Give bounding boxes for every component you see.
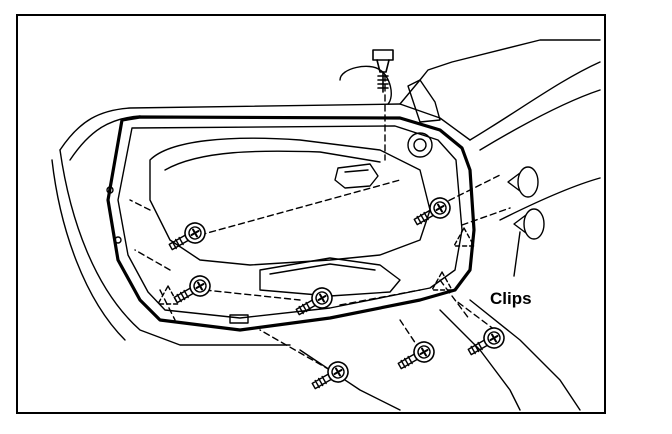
door-panel	[106, 65, 476, 332]
clip-markers	[157, 227, 475, 305]
clips	[507, 166, 545, 277]
clip	[513, 208, 545, 240]
figure-frame	[16, 14, 606, 414]
screw	[295, 287, 333, 316]
door-outer-shell	[51, 39, 601, 411]
mirror-bolt	[372, 49, 394, 93]
screw	[467, 327, 505, 356]
screws	[168, 197, 505, 390]
screw	[413, 197, 451, 226]
clip	[507, 166, 539, 198]
screw	[168, 222, 206, 251]
clips-leader-line	[513, 231, 521, 277]
clips-label: Clips	[490, 289, 532, 308]
screw	[311, 361, 349, 390]
screw	[173, 275, 211, 304]
screw	[397, 341, 435, 370]
